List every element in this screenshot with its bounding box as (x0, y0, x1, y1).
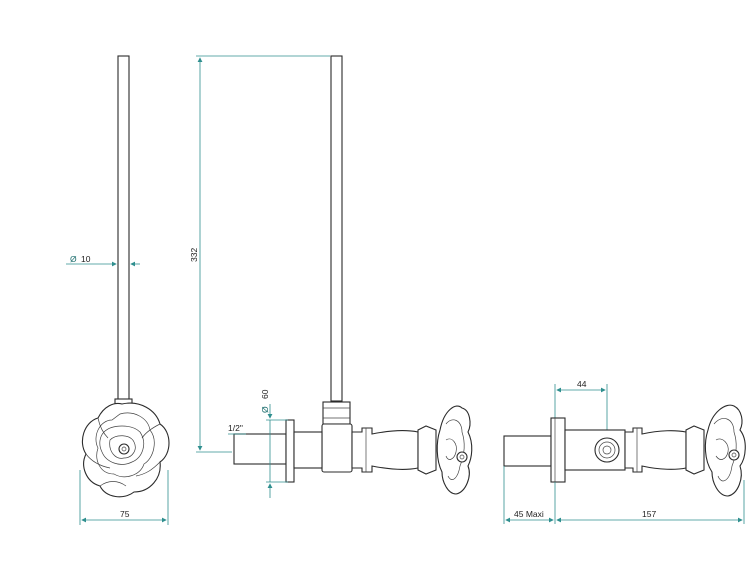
body-length-label: 157 (642, 509, 656, 519)
front-supply-pipe (117, 55, 130, 405)
top-inlet-spigot (503, 435, 552, 467)
side-inlet-spigot (233, 433, 287, 465)
pipe-diameter-value: 10 (81, 254, 91, 264)
top-valve-body (624, 427, 687, 473)
side-tee-body (321, 423, 353, 473)
flange-diameter-value: 60 (260, 389, 270, 399)
pipe-diameter-symbol: Ø (70, 254, 77, 264)
side-bonnet (417, 425, 437, 475)
top-rose-handle (704, 404, 746, 497)
top-stem (594, 437, 620, 463)
inlet-length-label: 45 Maxi (514, 509, 544, 519)
side-view: 332 1/2" Ø 6 (189, 55, 473, 498)
pipe-height-label: 332 (189, 248, 199, 262)
front-rose-handle (81, 402, 170, 498)
side-valve-body (351, 427, 419, 473)
front-view: Ø 10 75 (66, 55, 170, 525)
side-flange (285, 419, 295, 483)
side-pipe-nut (322, 401, 351, 425)
side-rose-handle (436, 405, 473, 495)
handle-width-label: 75 (120, 509, 130, 519)
flange-diameter-symbol: Ø (260, 406, 270, 413)
side-supply-pipe (330, 55, 343, 402)
top-flange (550, 417, 566, 483)
top-view: 44 45 Maxi 157 (503, 379, 746, 524)
thread-size-label: 1/2" (228, 423, 243, 433)
stem-offset-label: 44 (577, 379, 587, 389)
